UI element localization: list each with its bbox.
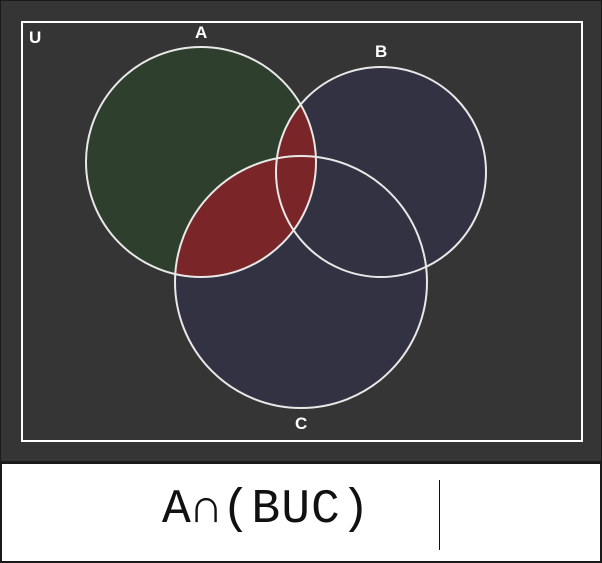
highlight-a-intersect-b-or-c (175, 67, 316, 277)
set-b-label: B (375, 42, 387, 61)
venn-diagram-svg: U A B C (21, 21, 583, 442)
expression-input-panel[interactable]: A∩(BUC) (0, 462, 602, 563)
set-b-outline (275, 66, 487, 278)
set-a-label: A (195, 23, 207, 42)
universe-label: U (29, 28, 41, 47)
set-a-outline (85, 46, 317, 278)
set-expression[interactable]: A∩(BUC) (162, 483, 371, 537)
set-c-outline (174, 155, 428, 409)
set-b-region[interactable] (276, 67, 486, 277)
venn-diagram-panel: U A B C (0, 0, 602, 462)
universe-box (21, 21, 583, 442)
text-cursor (439, 480, 440, 550)
set-c-label: C (295, 414, 307, 433)
